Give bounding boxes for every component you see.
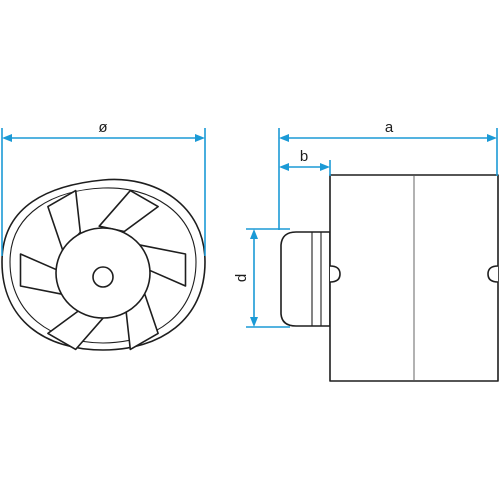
- body-notch-right: [487, 265, 499, 283]
- side-view: [280, 174, 499, 382]
- dimension-b: b: [279, 148, 331, 176]
- diameter-d-label: d: [233, 274, 250, 282]
- length-a-label: a: [385, 119, 394, 136]
- hub-center: [92, 266, 114, 288]
- arrow-left: [2, 134, 12, 142]
- arrow-right: [195, 134, 205, 142]
- dimension-d: d: [233, 228, 290, 328]
- body-notch-left: [329, 265, 341, 283]
- arrow-down: [250, 317, 258, 327]
- arrow-right: [320, 163, 330, 171]
- inner-ring: [9, 187, 197, 344]
- arrow-left: [279, 134, 289, 142]
- motor-cap: [280, 231, 331, 327]
- front-view: [1, 178, 206, 351]
- dimension-diameter: ø: [1, 119, 206, 256]
- diameter-label: ø: [98, 119, 107, 136]
- arrow-right: [487, 134, 497, 142]
- length-b-label: b: [300, 148, 308, 165]
- dimension-a: a: [278, 119, 498, 230]
- arrow-left: [279, 163, 289, 171]
- arrow-up: [250, 229, 258, 239]
